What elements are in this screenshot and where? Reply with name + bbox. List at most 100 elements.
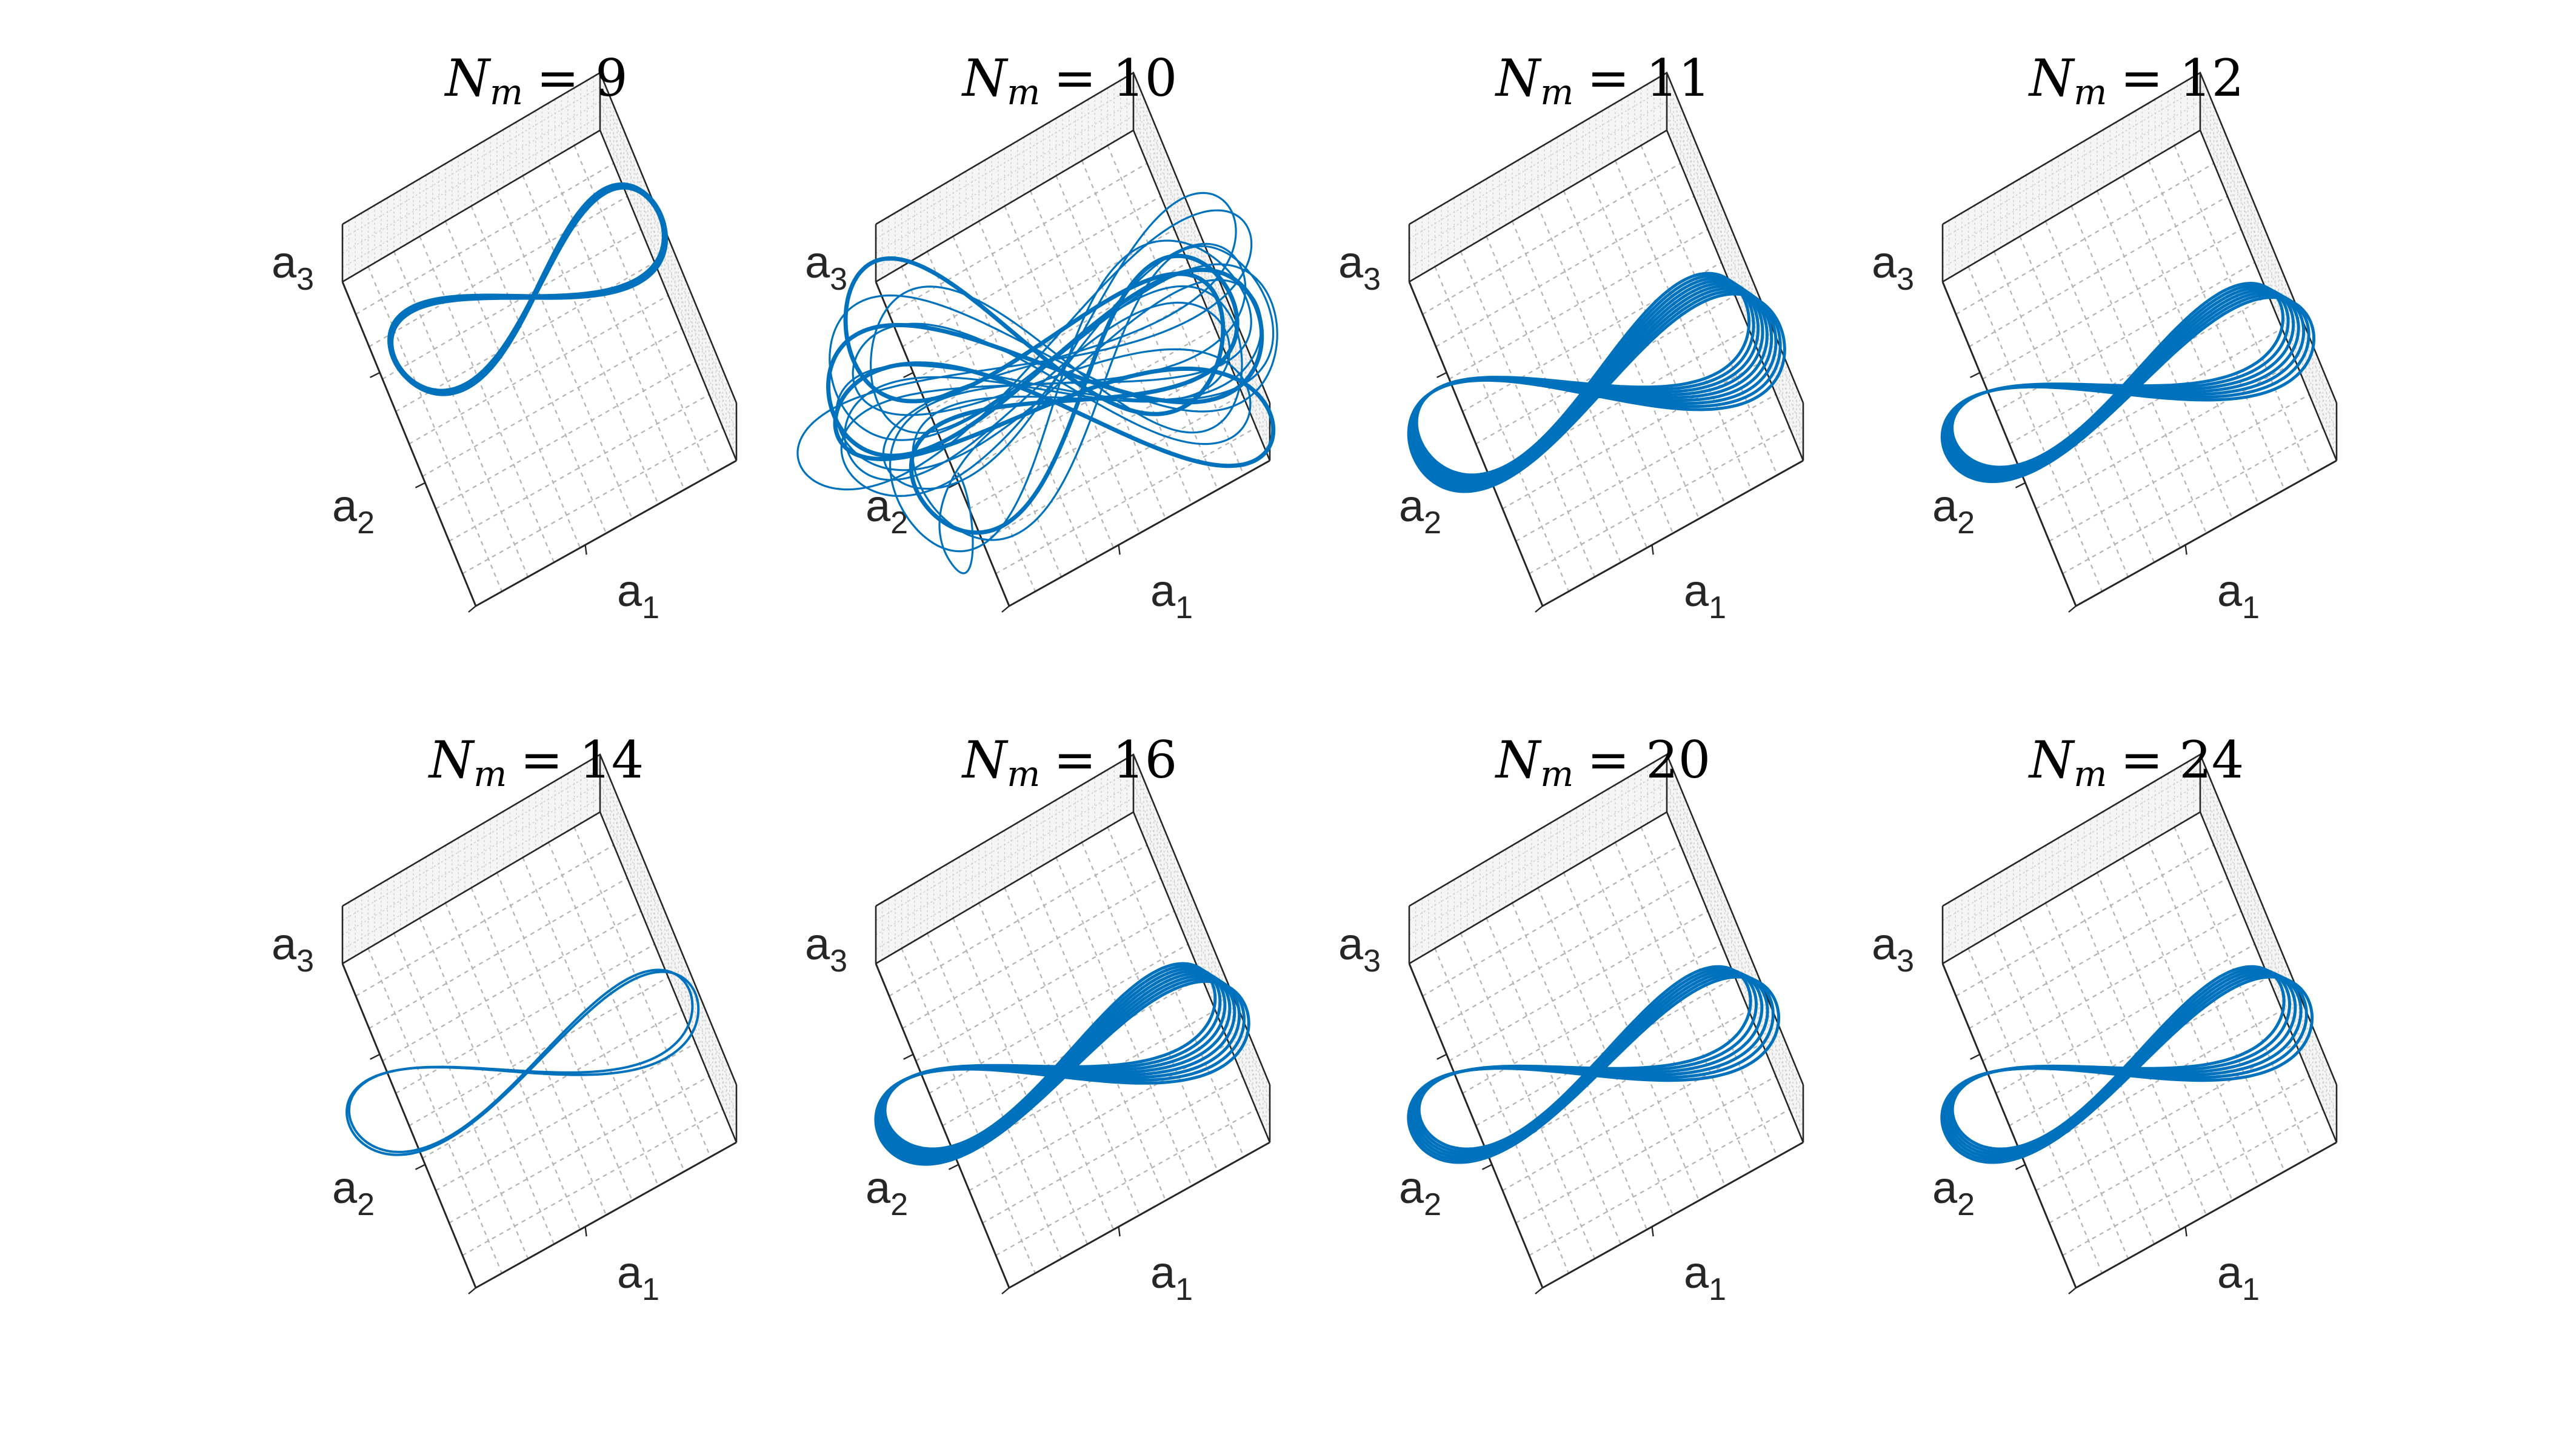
- grid-line: [409, 976, 669, 1127]
- z-axis-label: a3: [1872, 919, 1914, 979]
- grid-line: [1462, 944, 1722, 1094]
- grid-line: [1967, 266, 2103, 592]
- grid-line: [1435, 878, 1695, 1029]
- grid-line: [1666, 115, 1804, 447]
- x-axis-label-text: a: [617, 565, 642, 616]
- grid-line: [2174, 827, 2312, 1158]
- subplot-title: Nm= 14: [428, 730, 644, 794]
- z-axis-label-subscript: 3: [1363, 944, 1381, 979]
- grid-line: [1529, 427, 1790, 575]
- title-subscript: m: [1007, 753, 1040, 794]
- title-variable: N: [428, 730, 475, 790]
- grid-line: [355, 162, 615, 315]
- trajectory: [1940, 965, 2314, 1164]
- grid-line: [1502, 1042, 1763, 1191]
- trajectory: [387, 182, 669, 396]
- axis-tick: [1651, 545, 1654, 555]
- title-variable: N: [1495, 730, 1542, 790]
- title-variable: N: [2028, 48, 2075, 108]
- a2-axis-line: [875, 963, 1010, 1288]
- grid-line: [1995, 262, 2255, 412]
- trajectory-loop: [1407, 292, 1786, 493]
- grid-line: [2062, 1108, 2324, 1256]
- trajectory: [1407, 271, 1786, 493]
- trajectory: [874, 962, 1250, 1166]
- z-axis-label-subscript: 3: [830, 944, 847, 979]
- grid-line: [599, 87, 737, 418]
- x-axis-label-subscript: 1: [1709, 1272, 1726, 1307]
- grid-line: [902, 196, 1161, 347]
- trajectory-loop: [874, 979, 1250, 1166]
- x-axis-label: a1: [1150, 1247, 1193, 1307]
- grid-line: [1982, 910, 2242, 1062]
- y-axis-label-subscript: 2: [890, 1187, 908, 1222]
- grid-line: [599, 783, 737, 1114]
- grid-line: [902, 878, 1161, 1029]
- grid-line: [367, 266, 503, 592]
- axis-tick: [468, 605, 476, 613]
- y-axis-label: a2: [1399, 1162, 1441, 1222]
- y-axis-label: a2: [1932, 1162, 1975, 1222]
- grid-line: [1435, 196, 1695, 347]
- x-axis-label: a1: [1150, 565, 1193, 625]
- grid-line: [573, 827, 712, 1158]
- z-axis-label-text: a: [805, 237, 830, 287]
- grid-line: [1133, 783, 1270, 1114]
- grid-line: [2200, 768, 2337, 1100]
- grid-line: [1942, 782, 2201, 936]
- subplot-title: Nm= 9: [444, 48, 627, 113]
- axis-tick: [2015, 482, 2026, 488]
- axis-tick: [1970, 1053, 1981, 1060]
- grid-line: [1955, 162, 2215, 315]
- grid-line: [2062, 427, 2324, 575]
- z-axis-label-subscript: 3: [1897, 262, 1914, 297]
- title-equals: =: [1053, 730, 1112, 790]
- grid-line: [1640, 145, 1778, 476]
- grid-line: [901, 948, 1036, 1274]
- axis-tick: [1436, 1053, 1447, 1060]
- title-variable: N: [2028, 730, 2075, 790]
- a1-axis-line: [2075, 1141, 2337, 1289]
- grid-line: [599, 768, 737, 1100]
- y-axis-label: a2: [1932, 481, 1975, 541]
- axis-tick: [1651, 1227, 1654, 1237]
- x-axis-label-subscript: 1: [2242, 1272, 2260, 1307]
- subplot-title: Nm= 11: [1495, 48, 1710, 113]
- grid-line: [1942, 87, 2201, 239]
- subplot-title: Nm= 12: [2028, 48, 2244, 113]
- axis-tick: [584, 1227, 587, 1237]
- grid-line: [915, 228, 1175, 380]
- title-variable: N: [1495, 48, 1542, 108]
- a1-axis-line: [2075, 459, 2337, 607]
- axis-tick: [415, 482, 425, 488]
- a2-axis-line: [341, 963, 477, 1288]
- axis-tick: [2068, 605, 2077, 613]
- grid-line: [1489, 328, 1749, 477]
- title-value: 20: [1646, 730, 1710, 790]
- trajectory-loop: [1407, 975, 1781, 1164]
- z-axis-label: a3: [1872, 237, 1914, 297]
- trajectory-loop: [909, 253, 1240, 535]
- grid-line: [1449, 228, 1709, 380]
- a1-axis-line: [1542, 1141, 1804, 1289]
- axis-tick: [948, 1164, 959, 1170]
- grid-line: [915, 910, 1175, 1062]
- grid-line: [2200, 87, 2337, 418]
- grid-line: [342, 768, 601, 921]
- grid-line: [1515, 394, 1777, 542]
- grid-line: [1995, 944, 2255, 1094]
- grid-line: [1942, 101, 2201, 254]
- grid-line: [462, 1108, 724, 1256]
- grid-line: [599, 101, 737, 432]
- grid-line: [955, 1010, 1216, 1159]
- subplot-title: Nm= 20: [1495, 730, 1710, 794]
- grid-line: [369, 196, 628, 347]
- x-axis-label-text: a: [617, 1247, 642, 1297]
- z-axis-label: a3: [1338, 919, 1381, 979]
- grid-line: [1409, 768, 1667, 921]
- axis-tick: [2184, 545, 2187, 555]
- grid-line: [942, 976, 1203, 1127]
